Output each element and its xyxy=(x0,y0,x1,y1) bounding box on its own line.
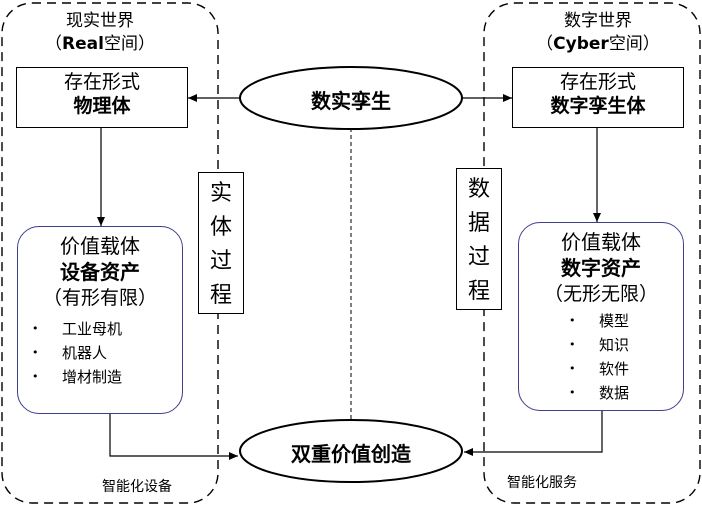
list-item: •机器人 xyxy=(32,341,182,365)
value-carrier-label: 价值载体 xyxy=(561,230,641,254)
bullet-icon: • xyxy=(569,386,576,399)
real-world-title-line1: 现实世界 xyxy=(66,11,134,31)
real-world-title-line2: （Real空间） xyxy=(45,34,155,54)
cyber-world-title-line2: （Cyber空间） xyxy=(536,34,660,54)
value-carrier-label: 价值载体 xyxy=(60,234,140,258)
cyber-space-label: Cyber xyxy=(553,34,609,54)
equipment-assets-box: 价值载体 设备资产 （有形有限） •工业母机 •机器人 •增材制造 xyxy=(17,226,183,414)
equipment-assets-label: 设备资产 xyxy=(60,260,140,284)
list-item: •数据 xyxy=(569,381,683,405)
digital-assets-list: •模型 •知识 •软件 •数据 xyxy=(519,309,683,405)
form-label: 存在形式 xyxy=(63,71,140,93)
bullet-icon: • xyxy=(569,338,576,351)
real-world-title: 现实世界 （Real空间） xyxy=(20,10,180,56)
physical-body-label: 物理体 xyxy=(73,95,131,117)
bottom-ellipse-shape xyxy=(239,419,463,483)
smart-equipment-label: 智能化设备 xyxy=(102,479,172,495)
arrow-digital-to-value xyxy=(464,411,603,456)
bullet-icon: • xyxy=(32,370,39,383)
intangible-infinite-label: （无形无限） xyxy=(543,283,658,305)
bullet-icon: • xyxy=(569,314,576,327)
real-space-label: Real xyxy=(62,34,104,54)
physical-body-box: 存在形式 物理体 xyxy=(16,67,188,128)
entity-process-box: 实 体 过 程 xyxy=(198,172,244,314)
list-item: •增材制造 xyxy=(32,365,182,389)
bullet-icon: • xyxy=(32,346,39,359)
arrow-equipment-to-value xyxy=(109,414,238,460)
digital-twin-label: 数字孪生体 xyxy=(550,95,646,117)
list-item: •软件 xyxy=(569,357,683,381)
digital-real-twin-label: 数实孪生 xyxy=(311,89,391,113)
list-item: •模型 xyxy=(569,309,683,333)
equipment-list: •工业母机 •机器人 •增材制造 xyxy=(18,317,182,389)
smart-services-label: 智能化服务 xyxy=(507,475,577,491)
list-item: •工业母机 xyxy=(32,317,182,341)
bullet-icon: • xyxy=(32,322,39,335)
cyber-world-title: 数字世界 （Cyber空间） xyxy=(518,10,678,56)
data-process-box: 数 据 过 程 xyxy=(456,168,502,310)
dual-value-creation-label: 双重价值创造 xyxy=(291,442,411,466)
tangible-finite-label: （有形有限） xyxy=(42,287,157,309)
form-label: 存在形式 xyxy=(559,71,636,93)
bullet-icon: • xyxy=(569,362,576,375)
digital-twin-box: 存在形式 数字孪生体 xyxy=(512,67,684,128)
cyber-world-title-line1: 数字世界 xyxy=(564,11,632,31)
list-item: •知识 xyxy=(569,333,683,357)
digital-assets-box: 价值载体 数字资产 （无形无限） •模型 •知识 •软件 •数据 xyxy=(518,222,684,411)
digital-assets-label: 数字资产 xyxy=(561,256,641,280)
